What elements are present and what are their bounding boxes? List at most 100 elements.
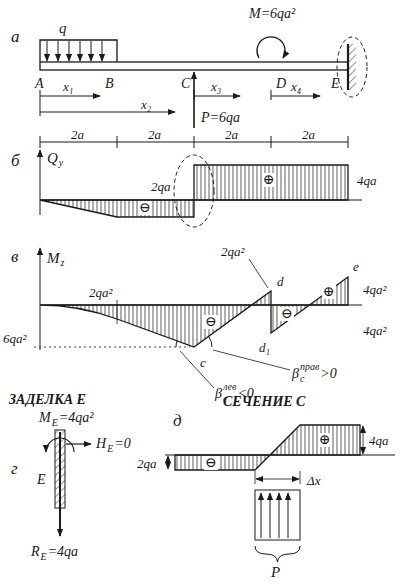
axis-subscript: y	[58, 158, 64, 168]
reaction-subscript: E	[106, 444, 114, 454]
support-reactions	[66, 443, 91, 444]
shear-diagram	[174, 155, 214, 227]
axis-label: M	[46, 251, 61, 266]
distributed-load	[91, 41, 92, 61]
reaction-label: =0	[113, 437, 131, 451]
dimension-chain	[194, 136, 195, 148]
section-detail	[363, 426, 364, 454]
wall-support	[348, 44, 356, 90]
reaction-label: H	[95, 437, 107, 451]
moment-arrow	[257, 37, 285, 58]
section-detail	[255, 490, 300, 540]
distributed-load	[102, 41, 103, 61]
point-label: B	[104, 77, 115, 91]
dimension-label: Δx	[306, 474, 321, 487]
distributed-load	[47, 41, 48, 61]
sign-mark: ⊖	[138, 201, 152, 215]
point-label: C	[180, 77, 191, 91]
moment-label: M=6qa²	[248, 7, 296, 21]
dimension-chain	[117, 136, 118, 148]
moment-diagram	[249, 259, 268, 288]
angle-label: β	[214, 387, 223, 401]
sign-mark: ⊕	[262, 173, 276, 187]
distributed-load	[40, 40, 117, 62]
section-detail	[165, 455, 395, 456]
coordinate-arrows	[271, 90, 272, 100]
section-heading: СЕЧЕНИЕ C	[222, 395, 306, 409]
section-detail	[261, 493, 262, 538]
value-label: 4qa	[368, 434, 390, 447]
coordinate-arrows	[271, 96, 320, 97]
distributed-load	[69, 41, 70, 61]
moment-diagram	[40, 277, 348, 347]
dimension-label: 2a	[224, 128, 239, 141]
section-detail	[256, 479, 299, 480]
moment-diagram	[180, 351, 214, 388]
coordinate-arrows	[194, 90, 195, 100]
angle-superscript: прав	[299, 362, 320, 372]
beam-illustration	[34, 37, 395, 562]
coordinate-arrows	[40, 90, 41, 116]
value-label: 2qa²	[220, 245, 245, 258]
section-detail	[255, 546, 300, 562]
panel-letter: в	[10, 248, 19, 265]
reaction-subscript: E	[51, 418, 59, 428]
force-arrow	[193, 72, 194, 128]
dimension-label: 2a	[147, 128, 162, 141]
distributed-load	[40, 40, 117, 62]
section-detail	[270, 493, 271, 538]
support-reactions	[46, 438, 74, 452]
support-reactions	[46, 430, 91, 536]
panel-letter: а	[10, 28, 21, 45]
value-label: 2qa	[136, 457, 158, 470]
coordinate-arrows	[194, 96, 240, 97]
coordinate-label: x₄	[290, 80, 302, 93]
point-label: E	[330, 77, 341, 91]
section-detail	[288, 493, 289, 538]
reaction-label: M	[38, 411, 52, 425]
moment-diagram	[34, 347, 190, 348]
shear-diagram	[40, 165, 348, 217]
value-label: 2qa	[150, 180, 172, 193]
coordinate-arrows	[40, 96, 100, 97]
shear-diagram	[40, 150, 41, 215]
point-label: D	[275, 77, 287, 91]
angle-subscript: c	[299, 374, 305, 384]
point-label: E	[36, 473, 47, 487]
shear-diagram	[40, 200, 362, 201]
moment-diagram	[209, 336, 212, 347]
beam	[40, 62, 348, 70]
panel-letter: г	[10, 460, 19, 477]
panel-letter: б	[10, 152, 21, 169]
coordinate-label: x₃	[210, 80, 222, 93]
dimension-label: 2a	[70, 128, 85, 141]
moment-diagram	[176, 341, 177, 347]
axis-subscript: z	[60, 258, 66, 268]
support-reactions	[59, 432, 61, 536]
wall-support	[347, 44, 349, 90]
dimension-chain	[40, 136, 41, 148]
moment-diagram	[40, 305, 362, 306]
dimension-label: 2a	[301, 128, 316, 141]
point-label: d₁	[258, 341, 271, 354]
moment-diagram	[213, 350, 290, 370]
section-detail	[300, 471, 301, 484]
angle-superscript: лев	[222, 382, 237, 392]
reaction-label: =4qa²	[58, 411, 95, 425]
point-label: e	[352, 260, 360, 273]
sign-mark: ⊖	[280, 307, 294, 321]
section-detail	[261, 493, 288, 538]
section-detail	[255, 471, 256, 484]
section-detail	[165, 425, 395, 562]
dimension-chain	[348, 136, 349, 148]
point-label: c	[199, 356, 207, 369]
wall-support	[337, 37, 367, 97]
moment-diagram	[40, 248, 41, 350]
load-label: q	[58, 21, 68, 36]
shear-diagram	[40, 150, 362, 227]
coordinate-label: x₁	[62, 80, 74, 93]
coordinate-label: x₂	[140, 98, 152, 111]
distributed-load	[58, 41, 59, 61]
value-label: 2qa²	[88, 286, 113, 299]
